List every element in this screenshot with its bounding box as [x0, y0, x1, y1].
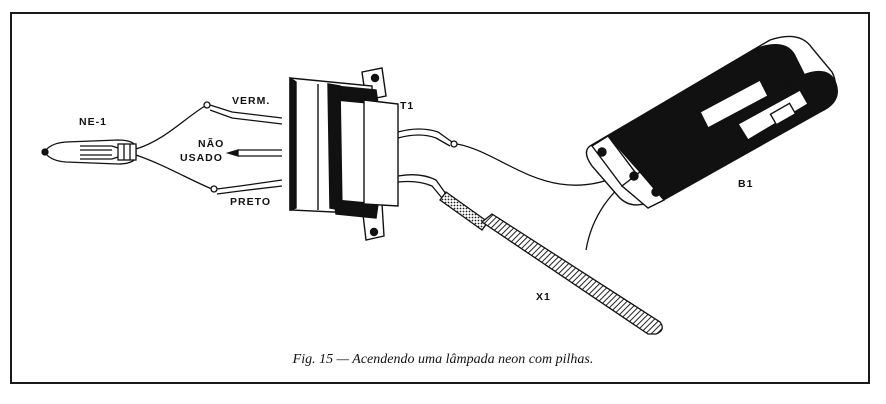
transformer-secondary-wires: [397, 128, 637, 251]
label-x1: X1: [536, 291, 551, 303]
label-ne1: NE-1: [79, 116, 107, 128]
label-verm: VERM.: [232, 95, 271, 107]
label-b1: B1: [738, 178, 754, 190]
neon-lamp-ne1: [41, 139, 137, 165]
label-preto: PRETO: [230, 196, 271, 208]
label-usado: USADO: [180, 152, 223, 164]
probe-x1: [439, 191, 663, 335]
transformer-t1: [289, 67, 399, 241]
label-t1: T1: [400, 100, 415, 112]
battery-holder-b1: [585, 35, 838, 209]
lamp-wires: [135, 101, 283, 195]
figure-frame: [10, 12, 870, 384]
label-nao: NÃO: [198, 138, 225, 150]
figure-caption: Fig. 15 — Acendendo uma lâmpada neon com…: [292, 352, 594, 367]
